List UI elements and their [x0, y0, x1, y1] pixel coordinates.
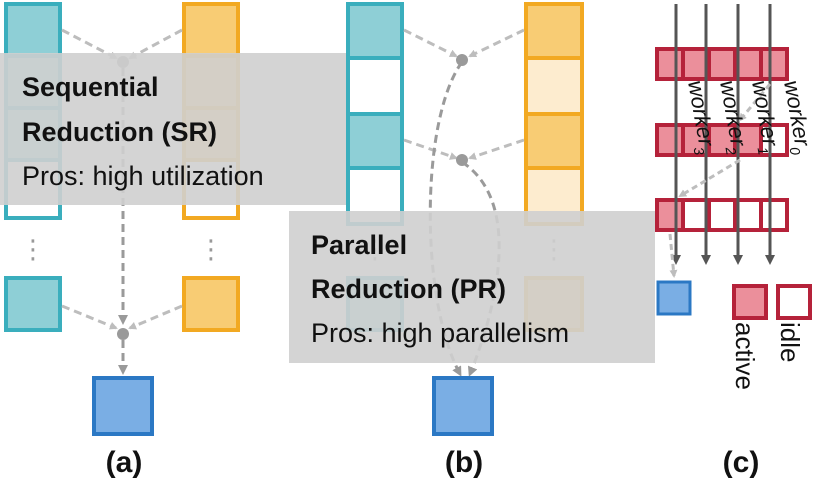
panel-c-row-2 — [655, 123, 789, 157]
panel-c-caption: (c) — [723, 446, 760, 479]
panel-a-orange-ellipsis: ⋮ — [198, 234, 224, 264]
panel-c: worker0 worker1 worker2 worker3 active i… — [655, 4, 815, 479]
panel-a-teal-ellipsis: ⋮ — [20, 234, 46, 264]
panel-b-node-mid — [456, 154, 468, 166]
legend-idle-label: idle — [775, 322, 805, 362]
legend-active-label: active — [730, 322, 760, 390]
panel-c-worker-timelines — [671, 4, 775, 265]
panel-a: ⋮ ⋮ Sequential Reduction (SR) Pros: high… — [0, 2, 352, 479]
panel-b-output-block — [432, 376, 494, 436]
panel-c-row-1 — [655, 47, 789, 81]
panel-a-overlay-box — [0, 53, 352, 205]
panel-a-caption: (a) — [106, 446, 143, 479]
panel-c-reduction-arrows — [668, 83, 772, 278]
legend-idle-swatch — [776, 284, 812, 320]
panel-b-caption: (b) — [445, 446, 483, 479]
panel-b-overlay-box — [289, 211, 655, 363]
panel-b: ⋮ ⋮ Parallel Reduction (PR) Pros: high p… — [289, 2, 655, 479]
panel-a-arrows — [61, 28, 183, 330]
legend-active-swatch — [732, 284, 768, 320]
panel-c-output-block — [656, 280, 692, 316]
panel-a-title-line2: Reduction (SR) — [22, 117, 217, 147]
panel-b-node-top — [456, 54, 468, 66]
panel-a-output-block — [92, 376, 154, 436]
panel-c-row-3 — [655, 198, 789, 232]
panel-a-title-line1: Sequential — [22, 72, 159, 102]
panel-a-node-bottom — [117, 328, 129, 340]
panel-b-title-line1: Parallel — [311, 230, 407, 260]
panel-b-title-line2: Reduction (PR) — [311, 274, 506, 304]
panel-b-arrows — [403, 28, 525, 160]
panel-a-pros: Pros: high utilization — [22, 161, 264, 191]
panel-b-pros: Pros: high parallelism — [311, 318, 569, 348]
